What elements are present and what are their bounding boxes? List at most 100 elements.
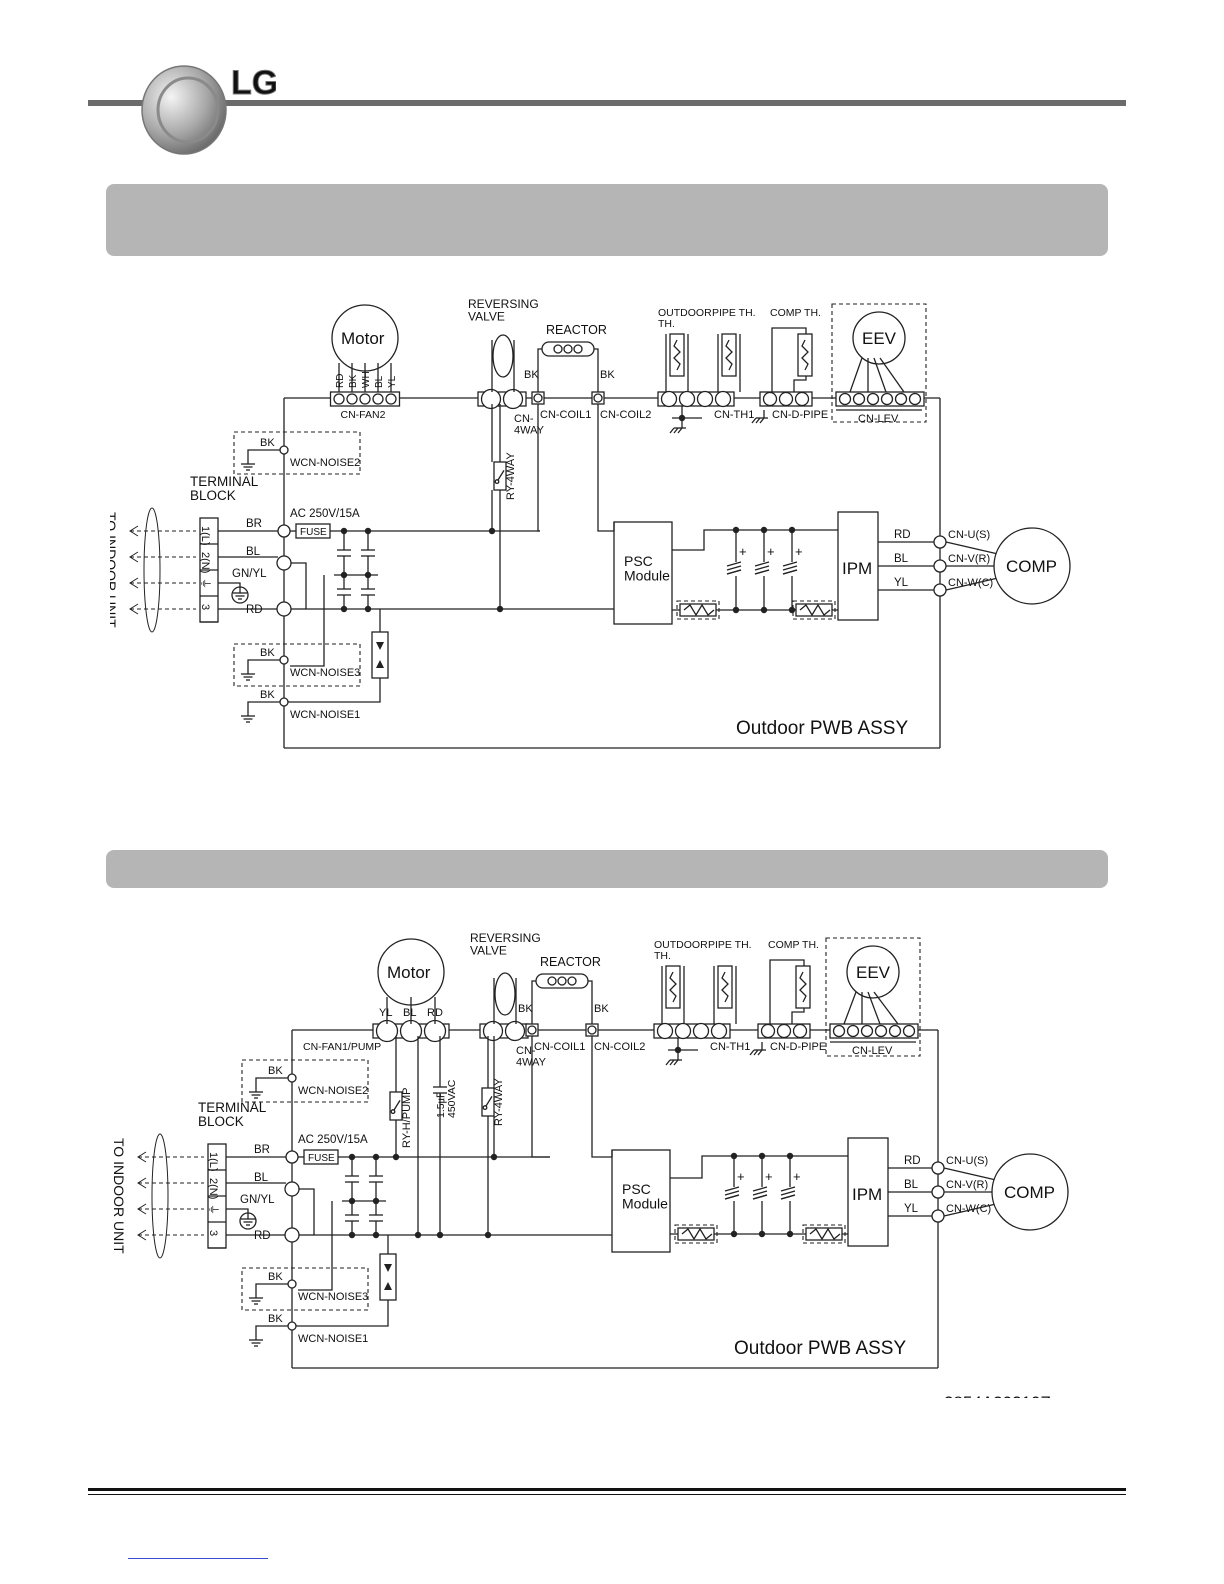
psc-module [613,521,673,625]
electrolytic-capacitor-plate [752,1190,768,1196]
reactor-coil-turn [547,976,557,986]
cn-coil1-pin [527,1025,537,1035]
electrolytic-capacitor-plate [780,1194,796,1200]
ipm-module [837,511,879,621]
terminal-label: 2(N) [207,1178,219,1199]
chassis-ground-symbol [673,1059,679,1066]
cn-lev-connector-pin [902,1024,916,1038]
wire-gnyl-label: GN/YL [240,1194,275,1206]
filter-resistor-zigzag [799,603,831,617]
main-n-wire [299,1188,612,1236]
reactor-coil-turn [557,976,567,986]
comp-terminal-node [933,535,947,549]
footer-link-underline[interactable] [128,1558,268,1559]
cn-lev-connector-pin [894,392,908,406]
terminal-node-l [285,1150,299,1164]
compressor [991,1153,1069,1231]
eev-wire [849,357,863,393]
cn-th1-connector-pin [714,390,732,408]
junction-dot [436,1231,444,1239]
comp-lead [945,541,999,555]
electrolytic-capacitor-plate [724,1186,740,1192]
to-indoor-unit-label: TO INDOOR UNIT [110,512,119,628]
junction-dot [414,1231,422,1239]
fan-connector-pin [359,393,371,405]
reactor-coil-turn [567,976,577,986]
filter-resistor-frame [674,1224,718,1244]
cn-th1-label: CN-TH1 [714,409,754,421]
motor-wire-label: YL [379,1007,392,1019]
electrolytic-capacitor-plate [782,569,798,575]
junction-dot [392,1153,400,1161]
wire-gnyl-label: GN/YL [232,568,267,580]
comp-thermistor-label: COMP TH. [768,939,819,951]
capacitor-polarity-plus: + [765,1169,773,1184]
cn-d-pipe-connector-pin [792,1023,808,1039]
assy-label: Outdoor PWB ASSY [734,1338,906,1359]
reactor-wire-bk: BK [518,1003,533,1015]
cn-lev-connector-pin [908,392,922,406]
chassis-ground-symbol [665,1059,671,1066]
dc-bus-positive [672,529,838,551]
electrolytic-capacitor-plate [782,565,798,571]
comp-terminal-node [931,1209,945,1223]
reactor-label: REACTOR [540,955,601,969]
pipe-thermistor-label: PIPE TH. [708,939,752,951]
reactor-return-wire [591,1036,612,1158]
filter-resistor-zigzag [681,1227,713,1241]
relay-switch-contact [494,479,500,485]
surge-absorber [379,1253,397,1301]
cn-lev-label: CN-LEV [858,413,899,425]
comp-thermistor-label: COMP TH. [770,307,821,319]
electrolytic-capacitor-plate [780,1186,796,1192]
wcn-noise2-bk: BK [268,1065,283,1077]
capacitor-polarity-plus: + [739,544,747,559]
cn-lev-connector-pin [880,392,894,406]
cn-lev-connector-pin [832,1024,846,1038]
comp-connector-label: CN-U(S) [946,1155,988,1167]
lg-logo-text: LG [231,64,276,102]
wcn-noise2-wire [255,1077,292,1086]
run-capacitor-label: 1.5㎌450VAC [435,1079,458,1118]
fan-connector-pin [333,393,345,405]
wcn-noise3-label: WCN-NOISE3 [290,667,360,679]
wcn-noise3-node [287,1279,297,1289]
capacitor-polarity-plus: + [767,544,775,559]
eev-wire [879,357,905,393]
motor-wire-label: BL [403,1007,416,1019]
cn-th1-label: CN-TH1 [710,1041,750,1053]
wcn-noise3-frame [241,1267,369,1311]
ipm-output-wire-label: RD [894,529,911,541]
assy-label: Outdoor PWB ASSY [736,718,908,739]
earth-wire [226,1208,249,1213]
reactor-wire [531,980,536,1024]
wcn-noise1-wire [255,1325,292,1334]
fan-connector-pin [385,393,397,405]
ipm-output-wire-label: BL [904,1179,919,1191]
fuse-label: FUSE [308,1153,335,1164]
indoor-wire-arrow [137,1177,147,1189]
fan-connector-pin [372,393,384,405]
surge-absorber-wire [296,1300,389,1327]
surge-absorber-wire [288,678,381,703]
wcn-noise2-wire [247,449,284,458]
wcn-noise3-node [279,655,289,665]
coil-outline [492,334,514,378]
motor-wire-label: RD [427,1007,443,1019]
header-rule [88,100,1126,106]
reactor-label: REACTOR [546,323,607,337]
compressor-label: COMP [1004,1183,1055,1202]
earth-wire [218,582,241,587]
wcn-noise2-bk: BK [260,437,275,449]
noise3-wire [290,575,325,667]
cn-d-pipe-label: CN-D-PIPE [772,409,828,421]
comp-terminal-node [933,559,947,573]
relay-4way-label: RY-4WAY [493,1078,505,1126]
cn-4way-connector-pin [482,1020,504,1042]
wire-bl-label: BL [246,546,261,558]
ipm-label: IPM [852,1185,882,1204]
noise3-wire [298,1201,333,1291]
eev-wire [843,991,857,1025]
motor-wire-label: BK [348,374,359,388]
